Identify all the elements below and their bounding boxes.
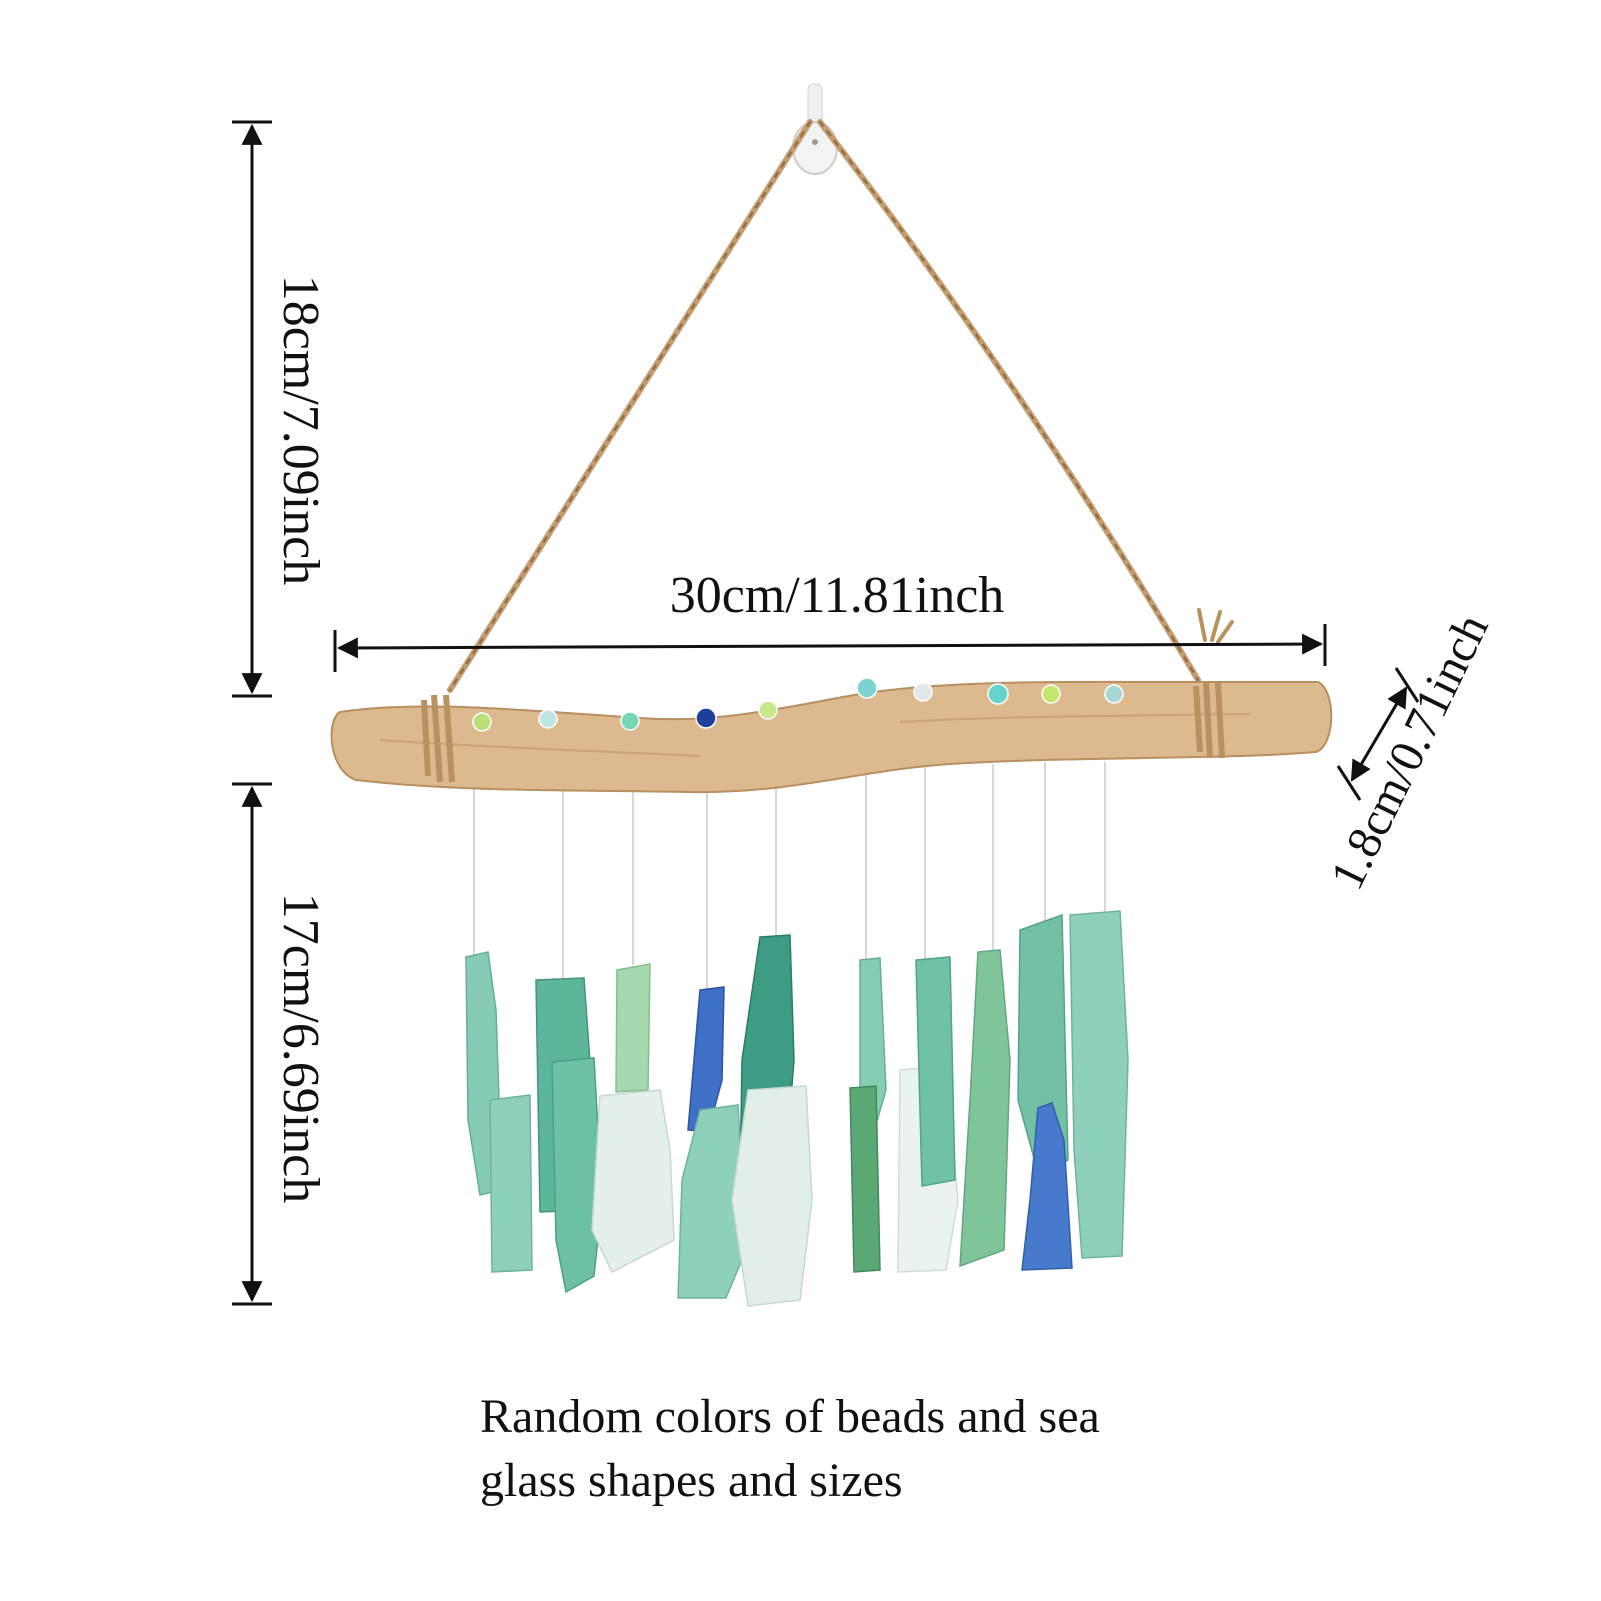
wall-hook-icon: [792, 83, 838, 175]
rope-knots: [421, 681, 1225, 783]
note-line-1: Random colors of beads and sea: [480, 1390, 1100, 1443]
glass-length-label: 17cm/6.69inch: [272, 892, 329, 1204]
sea-glass-pieces: [465, 910, 1129, 1307]
random-colors-note: Random colors of beads and sea glass sha…: [480, 1385, 1100, 1513]
hanging-height-label: 18cm/7.09inch: [272, 274, 329, 586]
glass-strings: [473, 762, 1106, 990]
note-line-2: glass shapes and sizes: [480, 1454, 903, 1507]
branch-width-label: 30cm/11.81inch: [669, 567, 1005, 624]
dimension-arrow-icon: [232, 120, 1420, 1306]
branch-beads: [472, 677, 1124, 732]
driftwood-branch: [330, 680, 1333, 794]
